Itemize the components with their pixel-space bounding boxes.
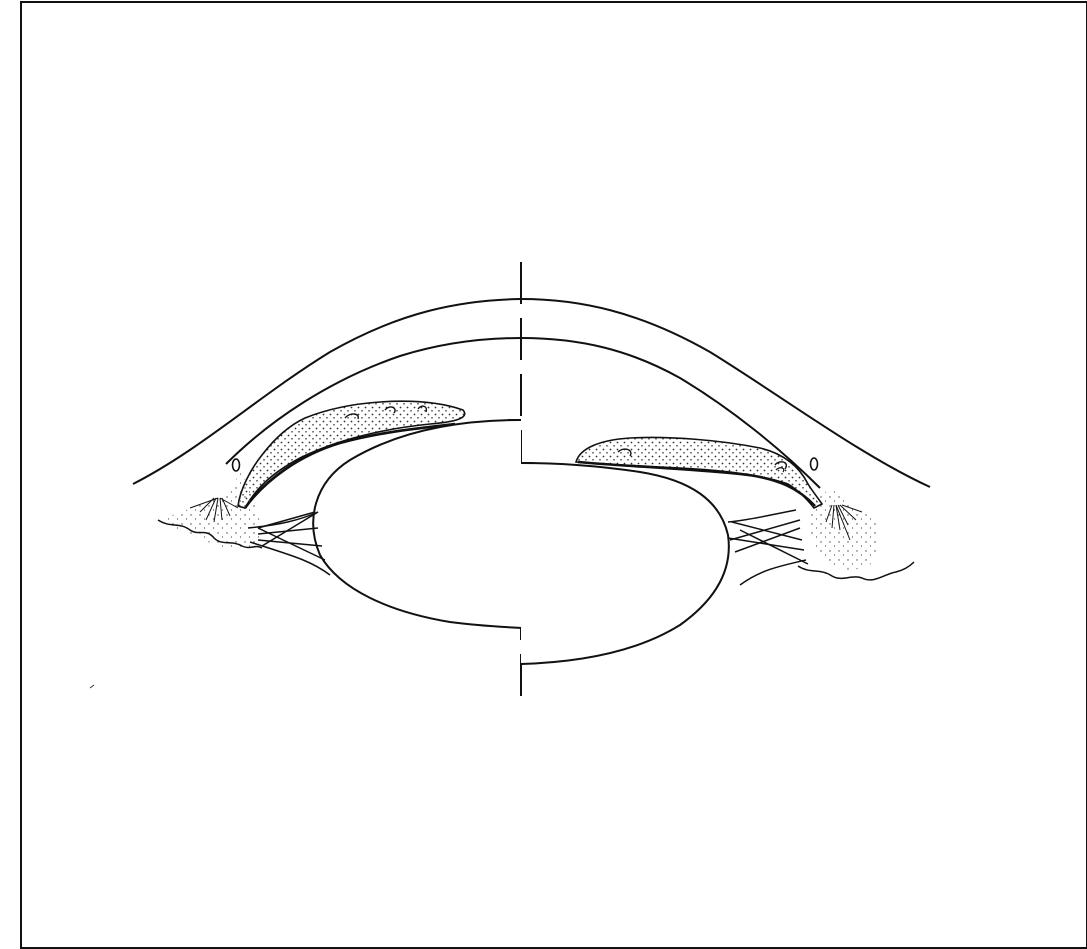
- zonules-right: [728, 510, 808, 585]
- schlemm-canal-left: [233, 459, 240, 471]
- ciliary-body-right: [808, 488, 879, 570]
- stray-mark: [90, 685, 94, 688]
- schlemm-canal-right: [811, 458, 818, 470]
- lens-right: [521, 463, 729, 664]
- lens-left: [313, 420, 521, 628]
